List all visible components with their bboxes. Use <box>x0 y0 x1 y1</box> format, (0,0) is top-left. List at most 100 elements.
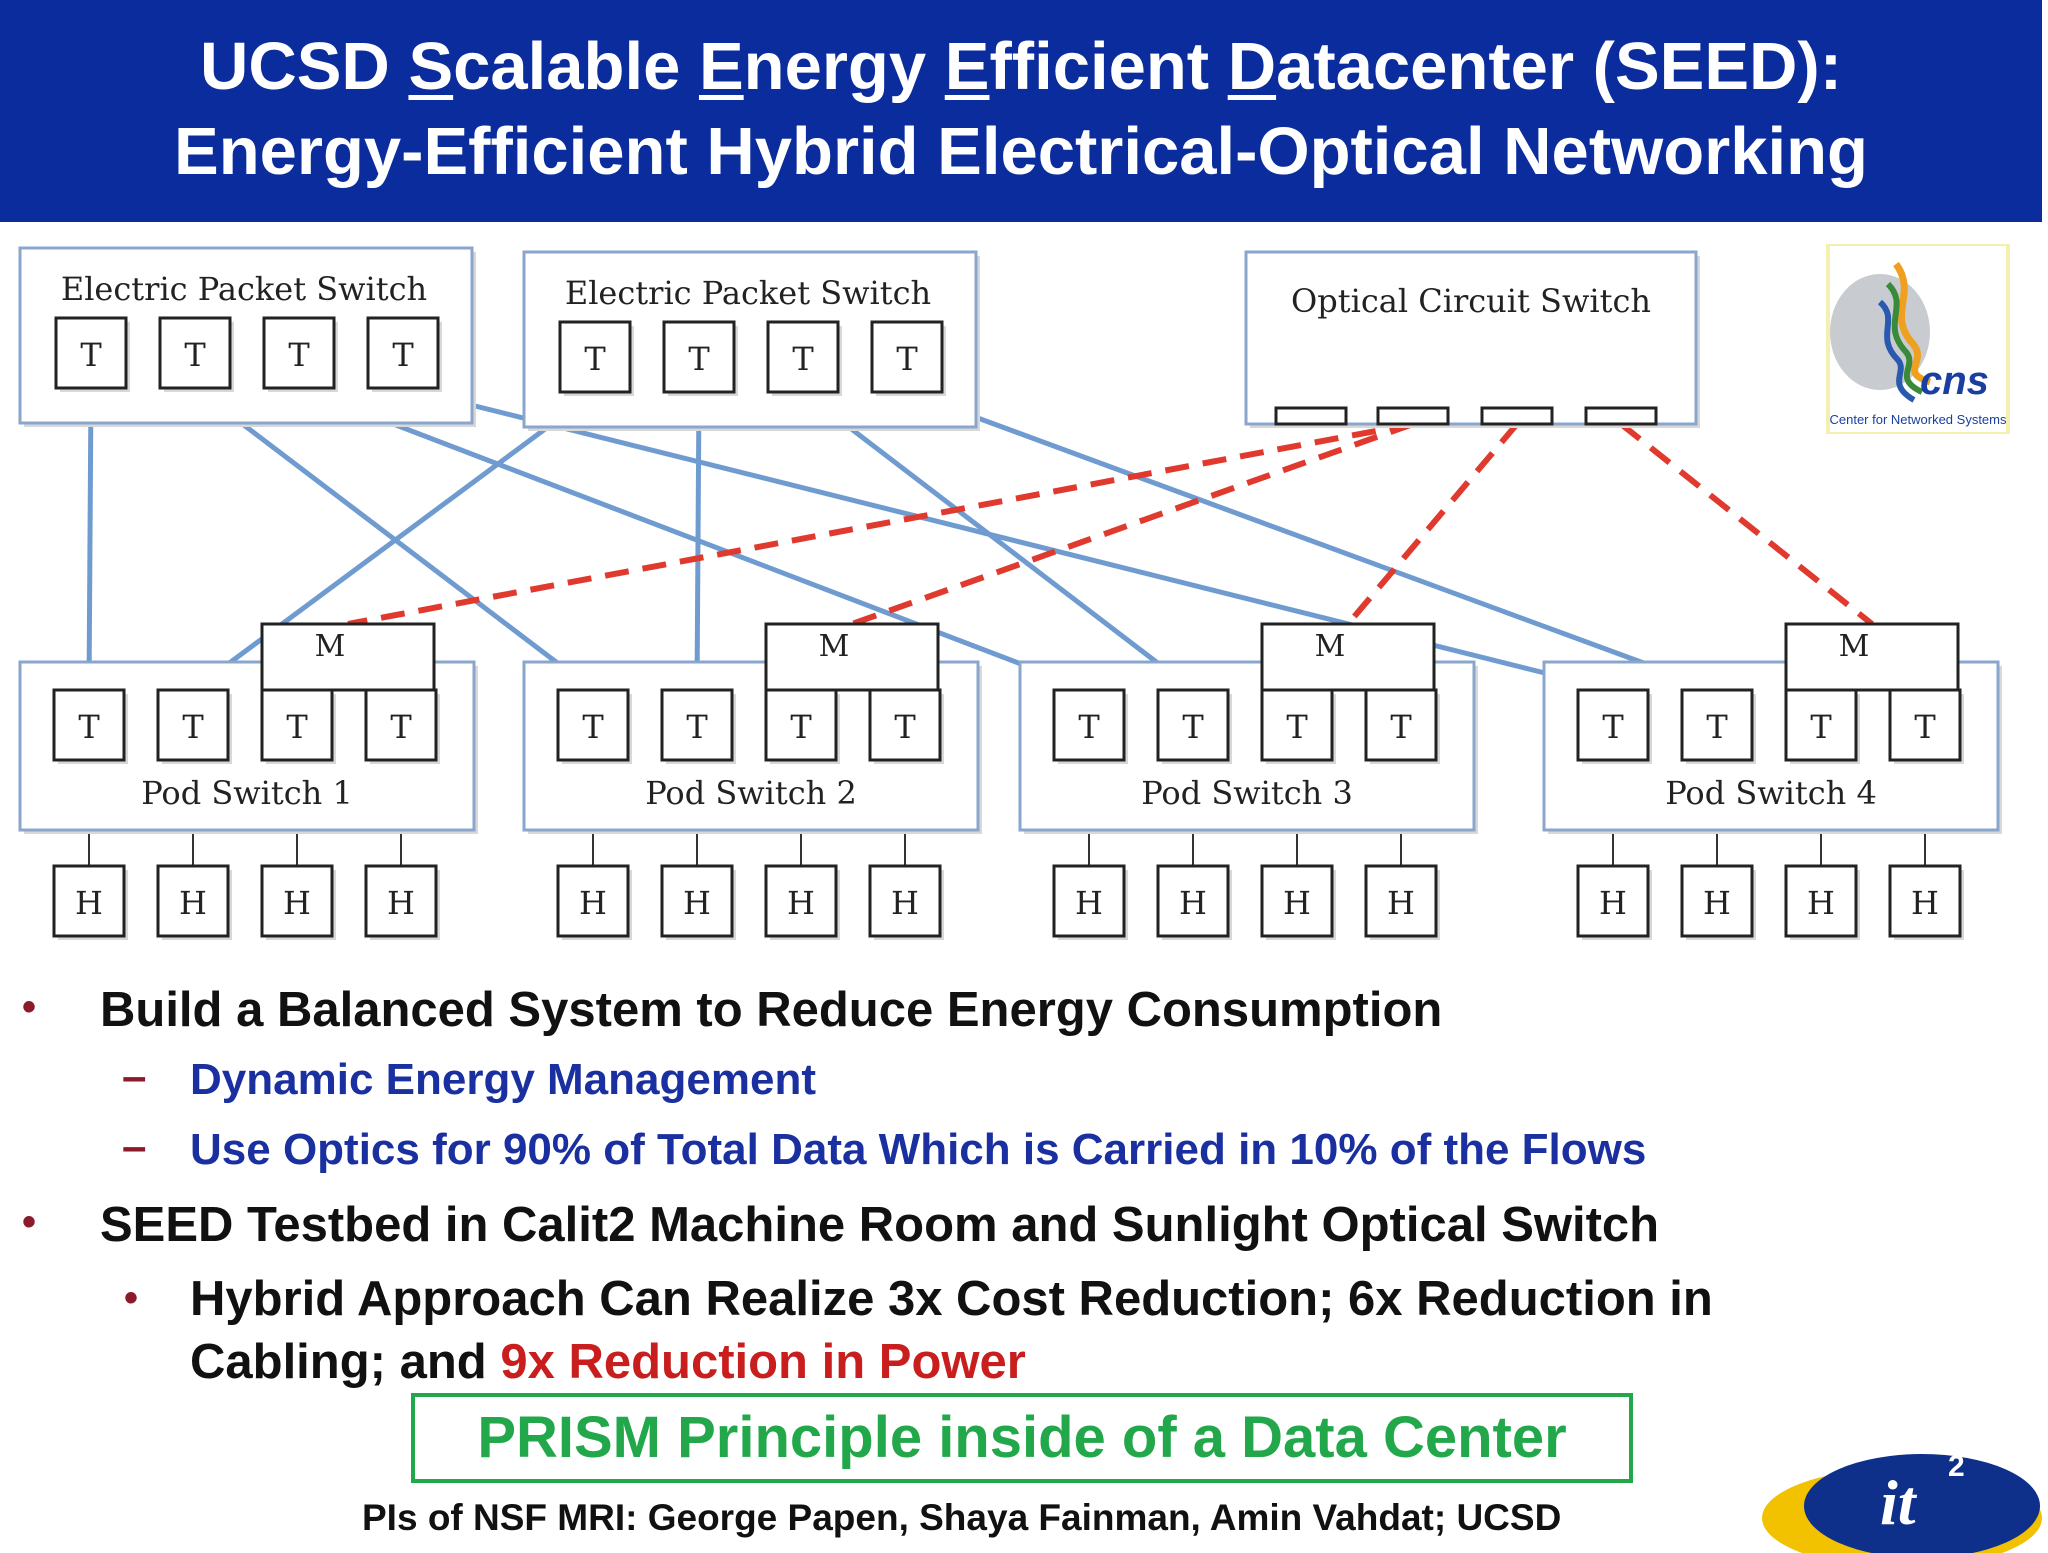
host-node <box>1260 864 1334 938</box>
ocs-port <box>1584 406 1658 426</box>
transceiver-label: T <box>288 336 310 374</box>
transceiver-label: T <box>182 708 204 746</box>
bullet-1a: Dynamic Energy Management <box>190 1055 816 1104</box>
host-node <box>660 864 734 938</box>
transceiver-label: T <box>686 708 708 746</box>
ocs-port <box>1376 406 1450 426</box>
transceiver-label: T <box>78 708 100 746</box>
host-label: H <box>1703 884 1731 922</box>
transceiver-port <box>364 688 438 762</box>
bullet-1-marker: • <box>22 985 37 1029</box>
transceiver-port <box>1052 688 1126 762</box>
ocs-port <box>1480 406 1554 426</box>
transceiver-port <box>556 688 630 762</box>
transceiver-label: T <box>1286 708 1308 746</box>
host-label: H <box>891 884 919 922</box>
transceiver-label: T <box>1810 708 1832 746</box>
host-node <box>52 864 126 938</box>
host-node <box>1052 864 1126 938</box>
transceiver-port <box>54 316 128 390</box>
transceiver-port <box>870 320 944 394</box>
transceiver-port <box>766 320 840 394</box>
host-node <box>764 864 838 938</box>
transceiver-label: T <box>1706 708 1728 746</box>
transceiver-port <box>156 688 230 762</box>
electrical-link-8 <box>906 389 1718 693</box>
host-node <box>1888 864 1962 938</box>
host-label: H <box>1179 884 1207 922</box>
host-label: H <box>787 884 815 922</box>
transceiver-label: T <box>790 708 812 746</box>
transceiver-port <box>262 316 336 390</box>
cns-logo-text: cns <box>1920 359 1989 403</box>
bullet-1: Build a Balanced System to Reduce Energy… <box>100 983 1443 1037</box>
transceiver-label: T <box>688 340 710 378</box>
bullet-2a-marker: • <box>124 1276 139 1320</box>
power-reduction-highlight: 9x Reduction in Power <box>500 1335 1026 1389</box>
optical-link-3 <box>1345 422 1520 626</box>
electrical-link-7 <box>801 390 1195 692</box>
host-node <box>1680 864 1754 938</box>
mux-label: M <box>819 629 850 664</box>
title-line-2: Energy-Efficient Hybrid Electrical-Optic… <box>174 114 1868 189</box>
bullet-1b: Use Optics for 90% of Total Data Which i… <box>190 1125 1647 1174</box>
cns-logo: cns Center for Networked Systems <box>1826 244 2010 434</box>
host-node <box>868 864 942 938</box>
transceiver-port <box>660 688 734 762</box>
host-node <box>1784 864 1858 938</box>
host-label: H <box>683 884 711 922</box>
pod-switch-label: Pod Switch 4 <box>1665 774 1877 812</box>
transceiver-port <box>1156 688 1230 762</box>
host-node <box>1156 864 1230 938</box>
transceiver-label: T <box>1182 708 1204 746</box>
transceiver-port <box>158 316 232 390</box>
transceiver-label: T <box>390 708 412 746</box>
host-node <box>1576 864 1650 938</box>
host-label: H <box>1599 884 1627 922</box>
prism-principle-box: PRISM Principle inside of a Data Center <box>411 1393 1633 1483</box>
transceiver-port <box>558 320 632 394</box>
transceiver-label: T <box>392 336 414 374</box>
pod-switch-label: Pod Switch 3 <box>1141 774 1353 812</box>
transceiver-port <box>764 688 838 762</box>
transceiver-label: T <box>286 708 308 746</box>
bullet-1b-marker: – <box>122 1122 147 1171</box>
electrical-link-1 <box>86 387 94 691</box>
bullet-2a: Hybrid Approach Can Realize 3x Cost Redu… <box>190 1272 1713 1389</box>
transceiver-label: T <box>1078 708 1100 746</box>
bullet-2: SEED Testbed in Calit2 Machine Room and … <box>100 1198 1660 1252</box>
transceiver-label: T <box>894 708 916 746</box>
transceiver-label: T <box>1602 708 1624 746</box>
electrical-link-3 <box>298 385 1090 693</box>
optical-link-4 <box>1619 421 1874 627</box>
transceiver-label: T <box>184 336 206 374</box>
transceiver-port <box>662 320 736 394</box>
host-label: H <box>1911 884 1939 922</box>
transceiver-label: T <box>582 708 604 746</box>
transceiver-label: T <box>584 340 606 378</box>
optical-circuit-switch-label: Optical Circuit Switch <box>1291 282 1651 320</box>
host-label: H <box>387 884 415 922</box>
mux-4 <box>1784 622 1960 692</box>
host-label: H <box>1387 884 1415 922</box>
electric-packet-switch-label: Electric Packet Switch <box>565 274 931 312</box>
optical-links <box>347 421 1874 627</box>
principal-investigators: PIs of NSF MRI: George Papen, Shaya Fain… <box>362 1497 1562 1538</box>
host-label: H <box>283 884 311 922</box>
it2-logo: it 2 <box>1762 1450 2042 1553</box>
transceiver-port <box>868 688 942 762</box>
host-label: H <box>579 884 607 922</box>
ocs-port <box>1274 406 1348 426</box>
optical-link-1 <box>347 421 1414 627</box>
transceiver-port <box>366 316 440 390</box>
slide-title: UCSD Scalable Energy Efficient Datacente… <box>0 0 2042 222</box>
mux-3 <box>1260 622 1436 692</box>
transceiver-port <box>1364 688 1438 762</box>
transceiver-port <box>1260 688 1334 762</box>
host-node <box>260 864 334 938</box>
transceiver-port <box>260 688 334 762</box>
transceiver-label: T <box>896 340 918 378</box>
transceiver-port <box>1888 688 1962 762</box>
optical-link-2 <box>850 421 1415 627</box>
